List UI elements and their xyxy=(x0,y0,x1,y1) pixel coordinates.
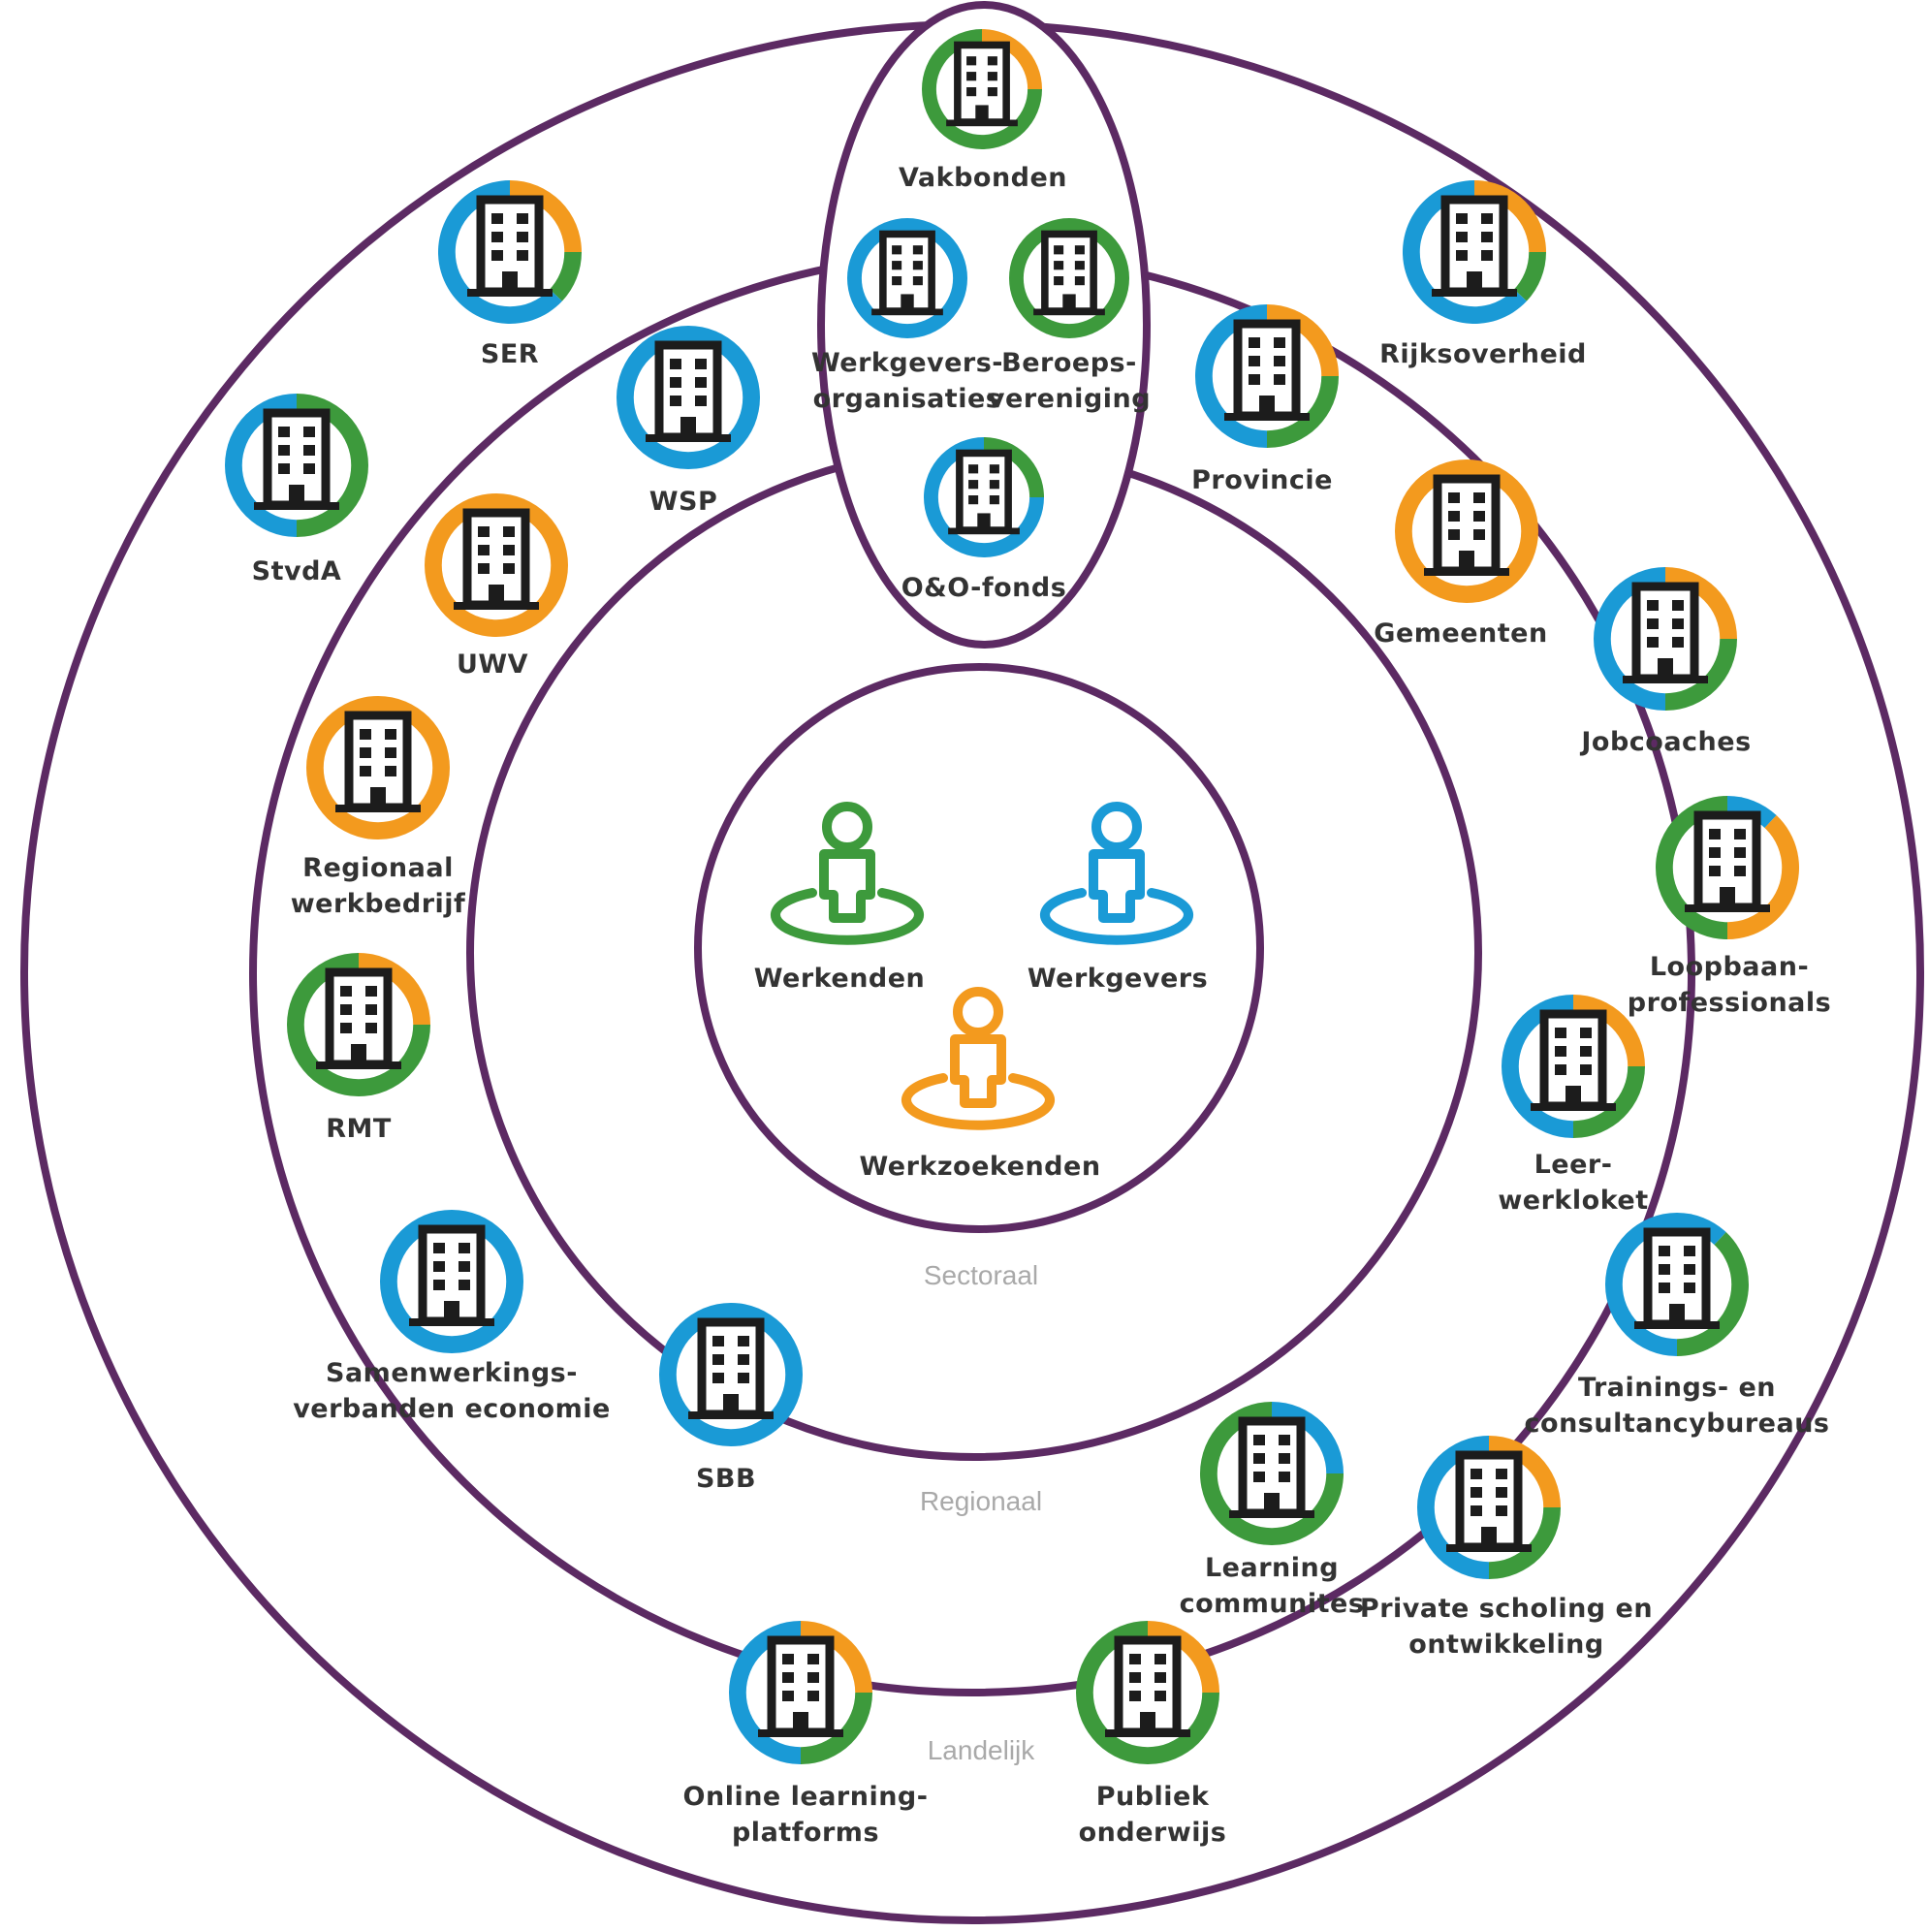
badge-leerwerkloket xyxy=(1502,995,1645,1138)
org-label-publiek-onderwijs: Publiek xyxy=(1096,1782,1210,1812)
label-regionaal: Regionaal xyxy=(920,1486,1042,1516)
org-label-werkgeversorganisaties: Werkgevers- xyxy=(811,348,1003,378)
badge-jobcoaches xyxy=(1594,567,1737,711)
building-icon xyxy=(948,453,1020,534)
badge-uwv xyxy=(425,493,568,637)
building-icon xyxy=(758,1640,843,1737)
building-icon xyxy=(1424,479,1509,576)
org-label-vakbonden: Vakbonden xyxy=(899,163,1067,193)
org-label-regionaal-werkbedrijf-2: werkbedrijf xyxy=(291,889,466,919)
building-icon xyxy=(1224,324,1310,421)
building-icon xyxy=(1033,234,1105,315)
badge-trainingsbureaus xyxy=(1605,1213,1750,1356)
org-label-online-learning: Online learning- xyxy=(683,1782,929,1812)
org-label-regionaal-werkbedrijf: Regionaal xyxy=(302,853,454,883)
badge-sbb xyxy=(659,1303,803,1446)
actor-label-werkenden: Werkenden xyxy=(754,964,926,994)
badge-loopbaanprofessionals xyxy=(1656,796,1800,939)
org-label-rijksoverheid: Rijksoverheid xyxy=(1379,339,1587,369)
badge-werkgeversorganisaties xyxy=(847,218,967,338)
sector-lens xyxy=(817,1,1151,649)
org-label-samenwerkingsverbanden: Samenwerkings- xyxy=(326,1358,578,1388)
actor-label-werkgevers: Werkgevers xyxy=(1028,964,1208,994)
building-icon xyxy=(254,413,339,510)
label-sectoraal: Sectoraal xyxy=(924,1260,1038,1290)
organisation-labels: Vakbonden Werkgevers- organisaties Beroe… xyxy=(252,163,1831,1848)
badge-rijksoverheid xyxy=(1403,180,1546,324)
org-label-private-scholing-2: ontwikkeling xyxy=(1408,1630,1603,1660)
building-icon xyxy=(946,45,1018,126)
org-label-gemeenten: Gemeenten xyxy=(1374,618,1547,649)
org-label-publiek-onderwijs-2: onderwijs xyxy=(1079,1818,1227,1848)
badge-wsp xyxy=(617,326,760,469)
badge-publiek-onderwijs xyxy=(1076,1621,1219,1764)
badge-gemeenten xyxy=(1395,459,1538,603)
building-icon xyxy=(1446,1455,1532,1552)
org-label-beroepsvereniging: Beroeps- xyxy=(1001,348,1137,378)
org-label-wsp: WSP xyxy=(649,487,718,517)
org-label-loopbaanprofessionals-2: professionals xyxy=(1628,988,1831,1018)
badge-learning-communites xyxy=(1200,1402,1344,1545)
building-icon xyxy=(454,513,539,610)
badge-rmt xyxy=(287,953,430,1096)
actor-label-werkzoekenden: Werkzoekenden xyxy=(859,1152,1100,1182)
org-label-online-learning-2: platforms xyxy=(732,1818,879,1848)
building-icon xyxy=(1685,815,1770,912)
building-icon xyxy=(335,715,421,812)
org-label-stvda: StvdA xyxy=(252,556,342,586)
building-icon xyxy=(688,1322,774,1419)
ring-labels: Sectoraal Regionaal Landelijk xyxy=(901,1251,1047,1776)
building-icon xyxy=(409,1229,494,1326)
org-label-learning-communites-2: communites xyxy=(1180,1589,1365,1619)
badge-private-scholing xyxy=(1417,1436,1561,1579)
organisation-badges xyxy=(225,29,1800,1764)
org-label-leerwerkloket-2: werkloket xyxy=(1498,1186,1648,1216)
org-label-rmt: RMT xyxy=(326,1114,392,1144)
org-label-sbb: SBB xyxy=(696,1464,756,1494)
badge-ser xyxy=(438,180,582,324)
ring-inner xyxy=(694,663,1264,1233)
center-actors: Werkenden Werkgevers Werkzoekenden xyxy=(754,807,1208,1182)
org-label-oofonds: O&O-fonds xyxy=(901,573,1067,603)
building-icon xyxy=(1105,1640,1190,1737)
org-label-beroepsvereniging-2: vereniging xyxy=(988,384,1151,414)
org-label-private-scholing: Private scholing en xyxy=(1360,1594,1653,1624)
org-label-trainingsbureaus-2: consultancybureaus xyxy=(1525,1409,1830,1439)
building-icon xyxy=(316,972,401,1069)
badge-oofonds xyxy=(924,437,1044,557)
building-icon xyxy=(467,200,553,297)
label-landelijk: Landelijk xyxy=(928,1735,1036,1765)
org-label-ser: SER xyxy=(481,339,539,369)
badge-provincie xyxy=(1195,304,1339,448)
org-label-leerwerkloket: Leer- xyxy=(1534,1150,1613,1180)
org-label-jobcoaches: Jobcoaches xyxy=(1579,727,1751,757)
org-label-samenwerkingsverbanden-2: verbanden economie xyxy=(293,1394,611,1424)
org-label-provincie: Provincie xyxy=(1191,465,1333,495)
badge-regionaal-werkbedrijf xyxy=(306,696,450,839)
building-icon xyxy=(1229,1421,1314,1518)
building-icon xyxy=(1432,200,1517,297)
building-icon xyxy=(646,345,731,442)
building-icon xyxy=(1634,1232,1720,1329)
org-label-learning-communites: Learning xyxy=(1205,1553,1339,1583)
badge-online-learning xyxy=(729,1621,872,1764)
badge-beroepsvereniging xyxy=(1009,218,1129,338)
org-label-werkgeversorganisaties-2: organisaties xyxy=(813,384,1002,414)
badge-samenwerkingsverbanden xyxy=(380,1210,523,1353)
badge-vakbonden xyxy=(922,29,1042,149)
building-icon xyxy=(1531,1014,1616,1111)
org-label-uwv: UWV xyxy=(457,649,528,680)
building-icon xyxy=(1623,586,1708,683)
badge-stvda xyxy=(225,394,368,537)
org-label-loopbaanprofessionals: Loopbaan- xyxy=(1650,952,1809,982)
org-label-trainingsbureaus: Trainings- en xyxy=(1578,1373,1776,1403)
building-icon xyxy=(871,234,943,315)
